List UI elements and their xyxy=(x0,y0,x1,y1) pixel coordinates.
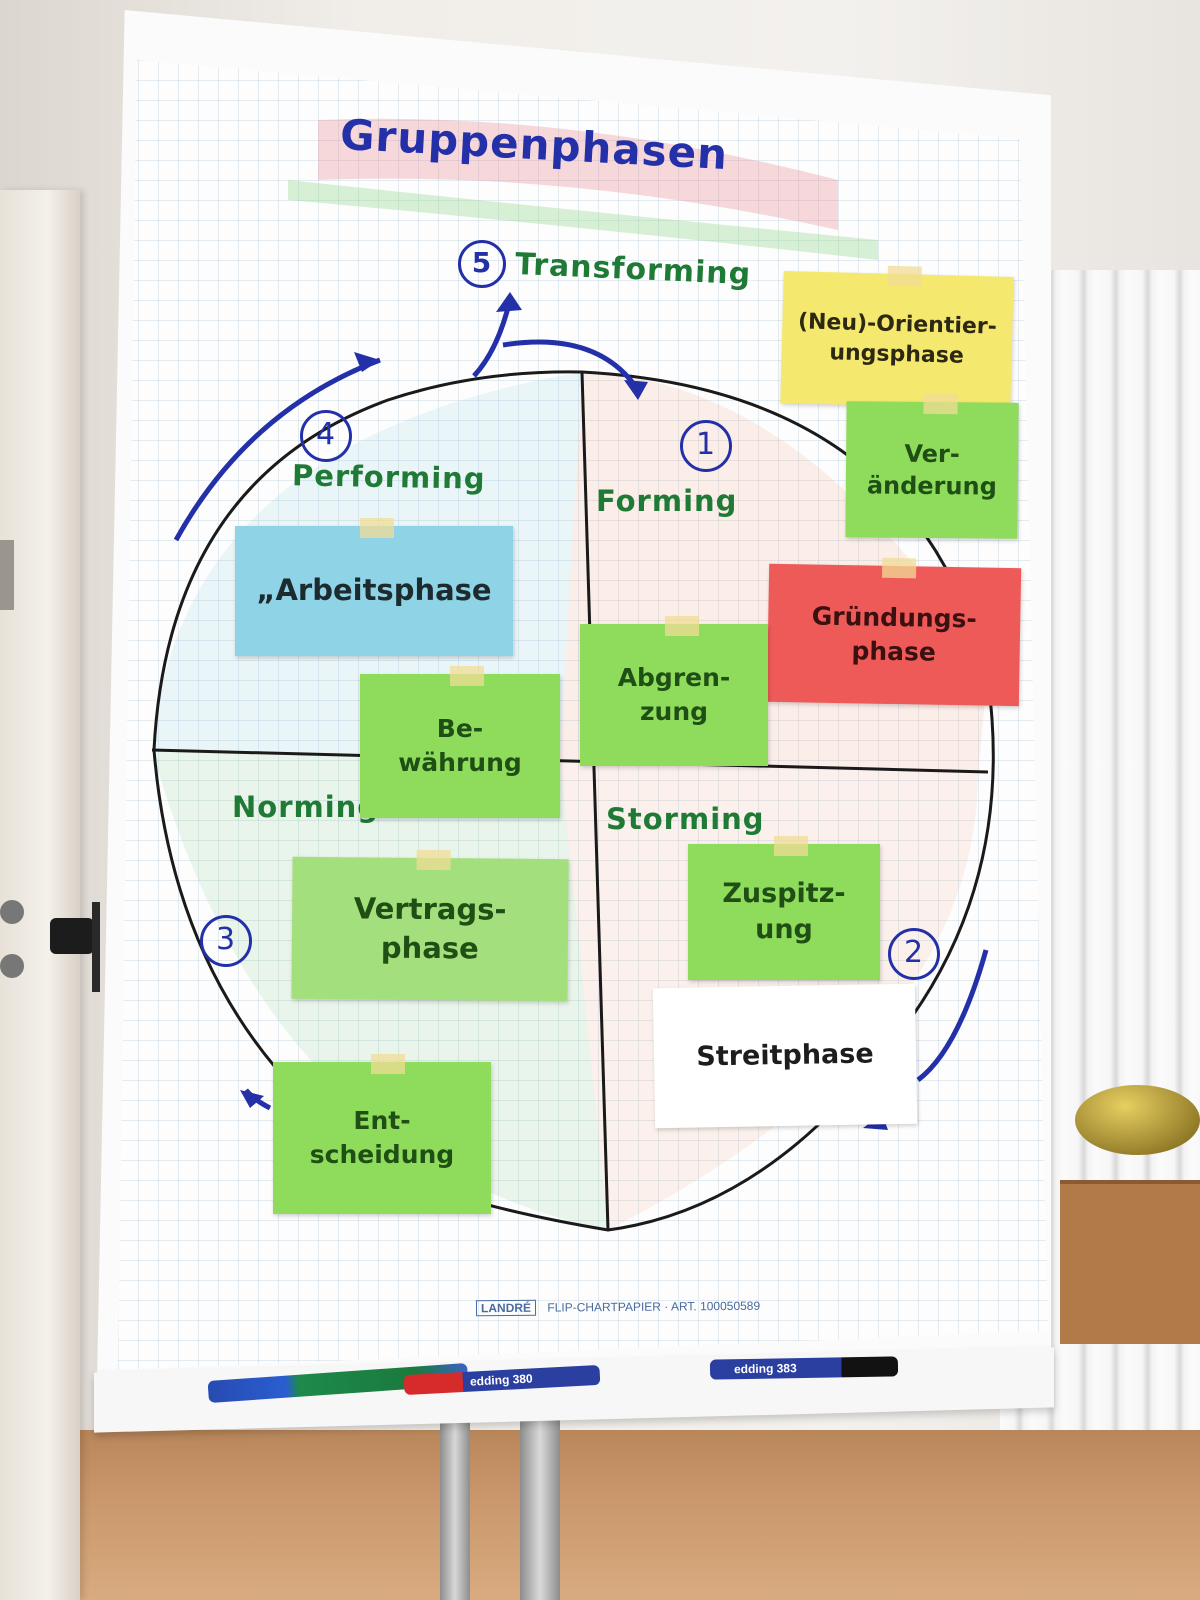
sticky-note-neu-orientierung: (Neu)-Orientier- ungsphase xyxy=(780,265,1014,409)
sticky-note-streitphase: Streitphase xyxy=(652,983,918,1129)
black-marker[interactable]: edding 383 xyxy=(709,1356,899,1380)
phase-number-2: 2 xyxy=(888,928,940,980)
note-text: scheidung xyxy=(309,1140,455,1169)
tape xyxy=(416,849,451,871)
norming-label: Norming xyxy=(232,790,380,824)
arrow-performing xyxy=(173,357,381,542)
title-scribble xyxy=(288,180,878,260)
arrow-storming xyxy=(916,949,989,1082)
note-text: währung xyxy=(398,748,522,777)
door-sign xyxy=(0,540,14,610)
tape xyxy=(664,616,699,636)
door xyxy=(0,190,80,1600)
tape xyxy=(360,518,395,538)
sticky-note-gruendungsphase: Gründungs- phase xyxy=(766,557,1022,707)
horizontal-axis-line xyxy=(151,748,989,774)
easel-leg xyxy=(520,1400,560,1600)
paper-imprint: LANDRÉ FLIP-CHARTPAPIER · ART. 100050589 xyxy=(475,1298,761,1317)
tape xyxy=(450,666,484,686)
wooden-floor xyxy=(0,1430,1200,1600)
arrow-transforming xyxy=(472,299,513,378)
tape xyxy=(923,393,959,415)
note-text: Ver- xyxy=(904,439,960,468)
note-text: phase xyxy=(851,636,937,667)
easel-leg xyxy=(440,1400,470,1600)
note-text: änderung xyxy=(866,471,997,501)
tape xyxy=(882,557,917,579)
note-text: Abgren- xyxy=(617,663,731,693)
tape xyxy=(371,1054,406,1074)
marker-label: edding 383 xyxy=(733,1361,797,1377)
side-table xyxy=(1060,1180,1200,1344)
note-text: Gründungs- xyxy=(811,601,978,634)
note-text: Be- xyxy=(436,714,484,744)
note-text: phase xyxy=(380,930,479,966)
paper-brand: LANDRÉ xyxy=(475,1299,537,1317)
sticky-note-veraenderung: Ver- änderung xyxy=(845,393,1019,539)
tape xyxy=(886,265,922,287)
storming-label: Storming xyxy=(606,802,765,836)
phase-number-1: 1 xyxy=(680,420,732,472)
door-handle[interactable] xyxy=(0,888,100,1008)
note-text: Streitphase xyxy=(696,1038,874,1073)
sticky-note-arbeitsphase: „Arbeitsphase xyxy=(235,518,513,656)
marker-label: edding 380 xyxy=(469,1371,534,1389)
phase-number-5: 5 xyxy=(458,240,506,288)
note-text: ung xyxy=(755,914,813,945)
tape xyxy=(774,836,809,856)
vertical-axis-line xyxy=(580,371,610,1231)
sticky-note-abgrenzung: Abgren- zung xyxy=(580,616,768,766)
note-text: ungsphase xyxy=(829,340,965,369)
note-text: Zuspitz- xyxy=(722,877,846,909)
note-text: Vertrags- xyxy=(353,891,507,927)
title-scribble xyxy=(318,118,838,230)
phase-number-3: 3 xyxy=(200,915,252,967)
paper-article-text: FLIP-CHARTPAPIER · ART. 100050589 xyxy=(547,1298,761,1315)
note-text: (Neu)-Orientier- xyxy=(797,309,998,340)
note-text: Ent- xyxy=(353,1106,411,1136)
performing-label: Performing xyxy=(291,458,486,496)
note-text: zung xyxy=(639,697,709,726)
note-text: „Arbeitsphase xyxy=(256,573,492,608)
arrow-to-forming xyxy=(502,339,641,392)
sticky-note-bewaehrung: Be- währung xyxy=(360,666,560,818)
sticky-note-vertragsphase: Vertrags- phase xyxy=(291,849,569,1002)
brass-bowl xyxy=(1075,1085,1200,1155)
forming-label: Forming xyxy=(596,484,738,518)
sticky-note-entscheidung: Ent- scheidung xyxy=(273,1054,491,1214)
sticky-note-zuspitzung: Zuspitz- ung xyxy=(688,836,880,980)
phase-number-4: 4 xyxy=(300,410,352,462)
